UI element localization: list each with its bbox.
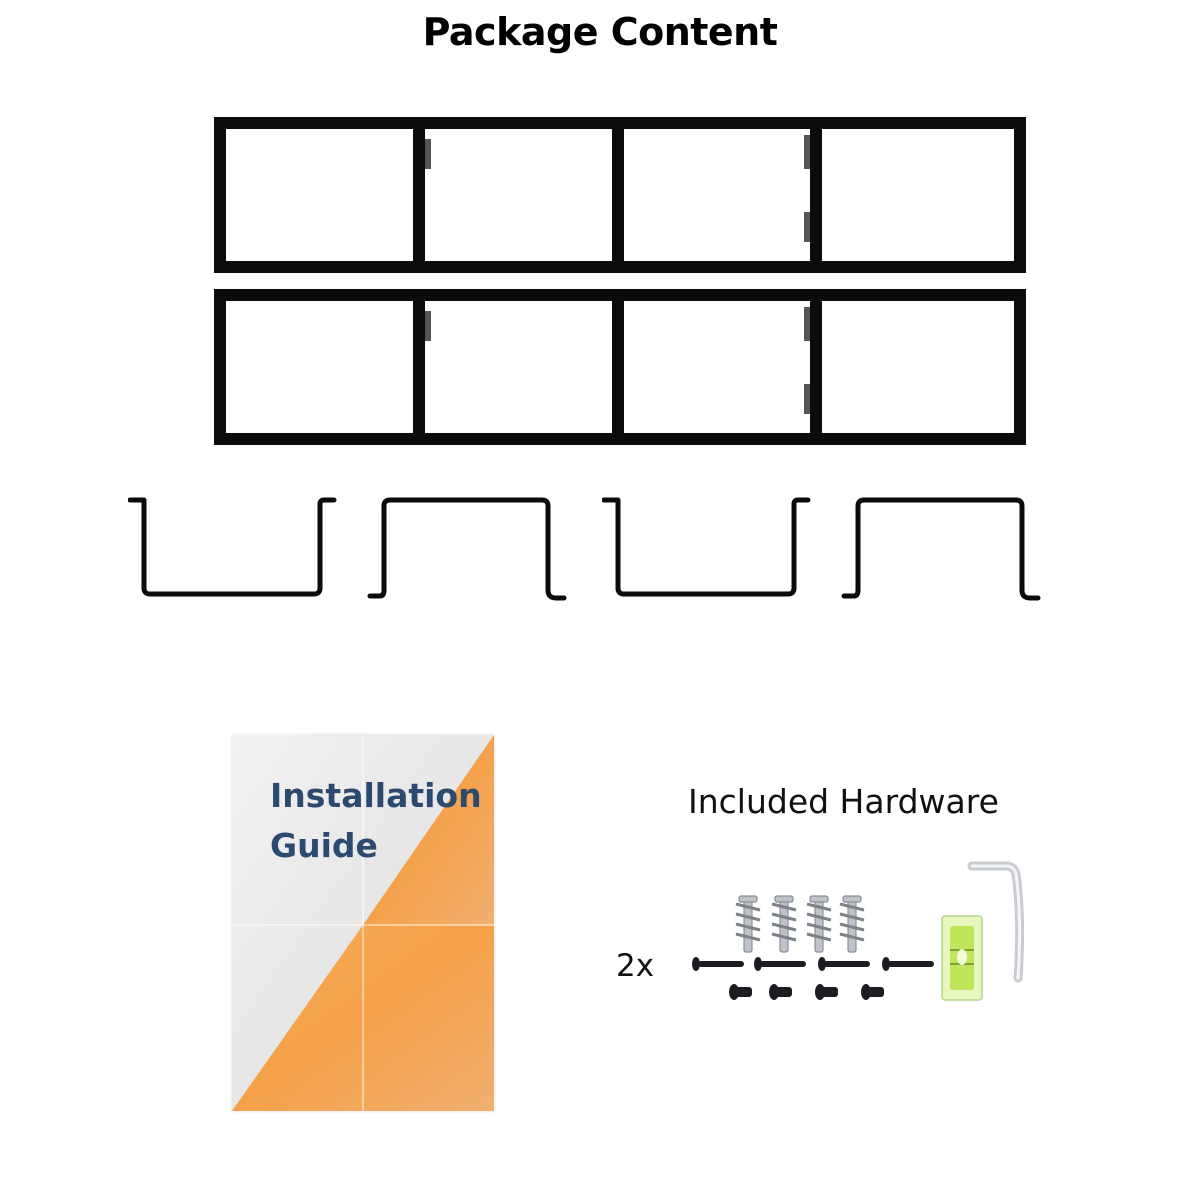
wall-anchor-icon bbox=[735, 895, 865, 953]
page-title: Package Content bbox=[422, 10, 778, 54]
bubble-level-icon bbox=[941, 915, 983, 1001]
shelf-frame-icon bbox=[214, 117, 1026, 273]
bracket-4 bbox=[840, 492, 1050, 604]
shelf-frame-2 bbox=[214, 289, 1026, 445]
bracket-2 bbox=[366, 492, 576, 604]
shelf-frame-1 bbox=[214, 117, 1026, 273]
shelf-frame-icon bbox=[214, 289, 1026, 445]
shelf-bracket-icon bbox=[841, 497, 1041, 601]
guide-line-1: Installation bbox=[270, 776, 482, 815]
bolt-icon bbox=[729, 984, 884, 1000]
shelf-bracket-icon bbox=[127, 497, 337, 597]
screw-icon bbox=[692, 957, 934, 971]
shelf-bracket-icon bbox=[367, 497, 567, 601]
allen-key-icon bbox=[967, 861, 1025, 983]
hardware-quantity: 2x bbox=[616, 948, 655, 984]
bracket-1 bbox=[127, 492, 338, 604]
hardware-set bbox=[688, 858, 1040, 1008]
guide-label: Installation Guide bbox=[270, 771, 482, 871]
installation-guide: Installation Guide bbox=[232, 735, 494, 1111]
guide-line-2: Guide bbox=[270, 826, 378, 865]
hardware-title: Included Hardware bbox=[688, 782, 999, 821]
installation-guide-poster-icon bbox=[232, 735, 494, 1111]
bracket-3 bbox=[601, 492, 812, 604]
shelf-bracket-icon bbox=[601, 497, 811, 597]
